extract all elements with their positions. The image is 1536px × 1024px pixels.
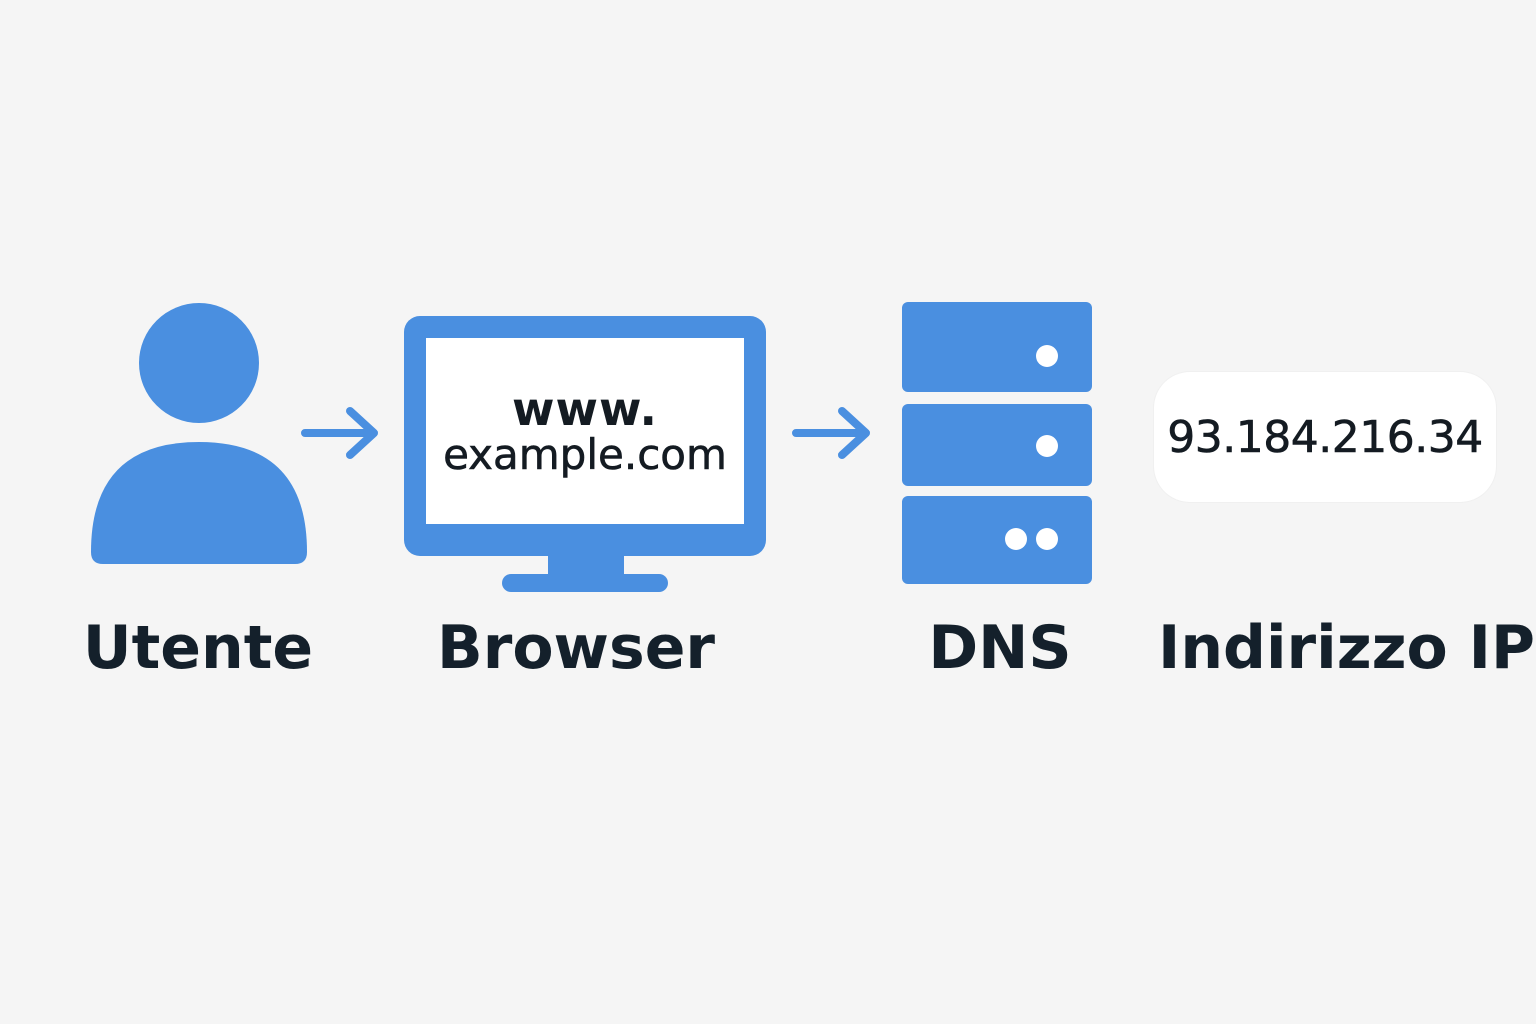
arrow-right-icon xyxy=(792,407,870,459)
ip-address-value: 93.184.216.34 xyxy=(1167,411,1484,463)
label-indirizzo-ip: Indirizzo IP xyxy=(1158,613,1535,683)
url-line-2: example.com xyxy=(443,430,727,480)
browser-url-display: www. example.com xyxy=(426,338,744,524)
url-line-1: www. xyxy=(511,381,659,436)
server-icon xyxy=(902,302,1092,584)
label-dns: DNS xyxy=(928,613,1072,683)
person-icon xyxy=(91,303,307,564)
ip-address-box: 93.184.216.34 xyxy=(1154,372,1496,502)
label-browser: Browser xyxy=(437,613,715,683)
arrow-right-icon xyxy=(301,407,378,459)
label-utente: Utente xyxy=(82,613,314,683)
